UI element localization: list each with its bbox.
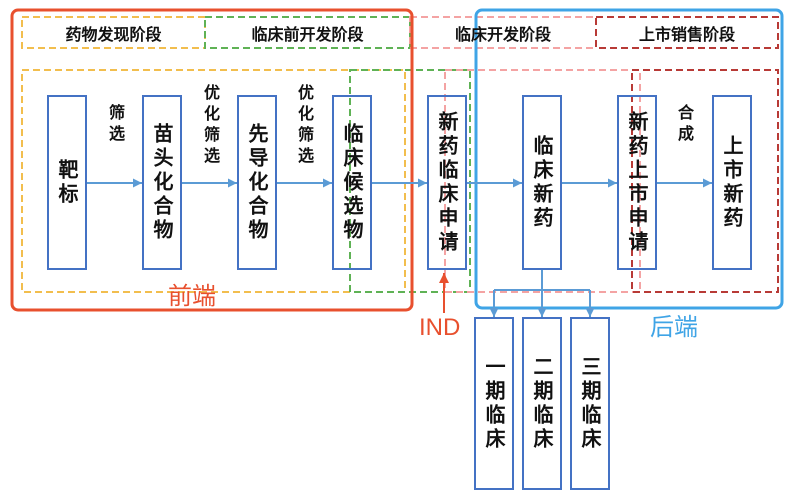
stage-label-clinical: 临床开发阶段: [454, 24, 551, 44]
step-ind-application: 新药临床申请: [427, 95, 467, 270]
stage-label-market: 上市销售阶段: [638, 24, 735, 44]
step-clinical-drug: 临床新药: [522, 95, 562, 270]
back-end-label: 后端: [650, 313, 698, 341]
phase-3-label: 三期临床: [578, 355, 602, 452]
phase-3-box: 三期临床: [570, 317, 610, 490]
step-target: 靶标: [47, 95, 87, 270]
front-end-frame: [10, 8, 414, 312]
step-hit-compound: 苗头化合物: [142, 95, 182, 270]
step-nda-application: 新药上市申请: [617, 95, 657, 270]
step-label-lead-compound: 先导化合物: [245, 122, 269, 243]
region-frame-discovery: [21, 69, 406, 293]
back-end-frame: [474, 8, 784, 310]
phase-1-label: 一期临床: [482, 355, 506, 452]
step-lead-compound: 先导化合物: [237, 95, 277, 270]
step-label-target: 靶标: [55, 158, 79, 207]
stage-label-preclinical: 临床前开发阶段: [251, 24, 364, 44]
step-label-hit-compound: 苗头化合物: [150, 122, 174, 243]
stage-label-discovery: 药物发现阶段: [65, 24, 162, 44]
step-label-marketed-drug: 上市新药: [720, 134, 744, 231]
transition-label-screening: 筛选: [106, 104, 125, 146]
step-label-nda-application: 新药上市申请: [625, 110, 649, 255]
transition-label-synthesis: 合成: [675, 104, 694, 146]
phase-2-label: 二期临床: [530, 355, 554, 452]
region-frame-market: [631, 69, 779, 293]
step-label-ind-application: 新药临床申请: [435, 110, 459, 255]
step-marketed-drug: 上市新药: [712, 95, 752, 270]
stage-frame-market: [595, 16, 779, 49]
transition-label-optimize-screening-2: 优化筛选: [295, 84, 314, 168]
ind-label: IND: [419, 314, 461, 341]
step-label-clinical-candidate: 临床候选物: [340, 122, 364, 243]
transition-label-optimize-screening-1: 优化筛选: [201, 84, 220, 168]
front-end-label: 前端: [168, 282, 216, 310]
step-clinical-candidate: 临床候选物: [332, 95, 372, 270]
phase-2-box: 二期临床: [522, 317, 562, 490]
phase-1-box: 一期临床: [474, 317, 514, 490]
region-frame-preclinical: [349, 69, 471, 293]
step-label-clinical-drug: 临床新药: [530, 134, 554, 231]
